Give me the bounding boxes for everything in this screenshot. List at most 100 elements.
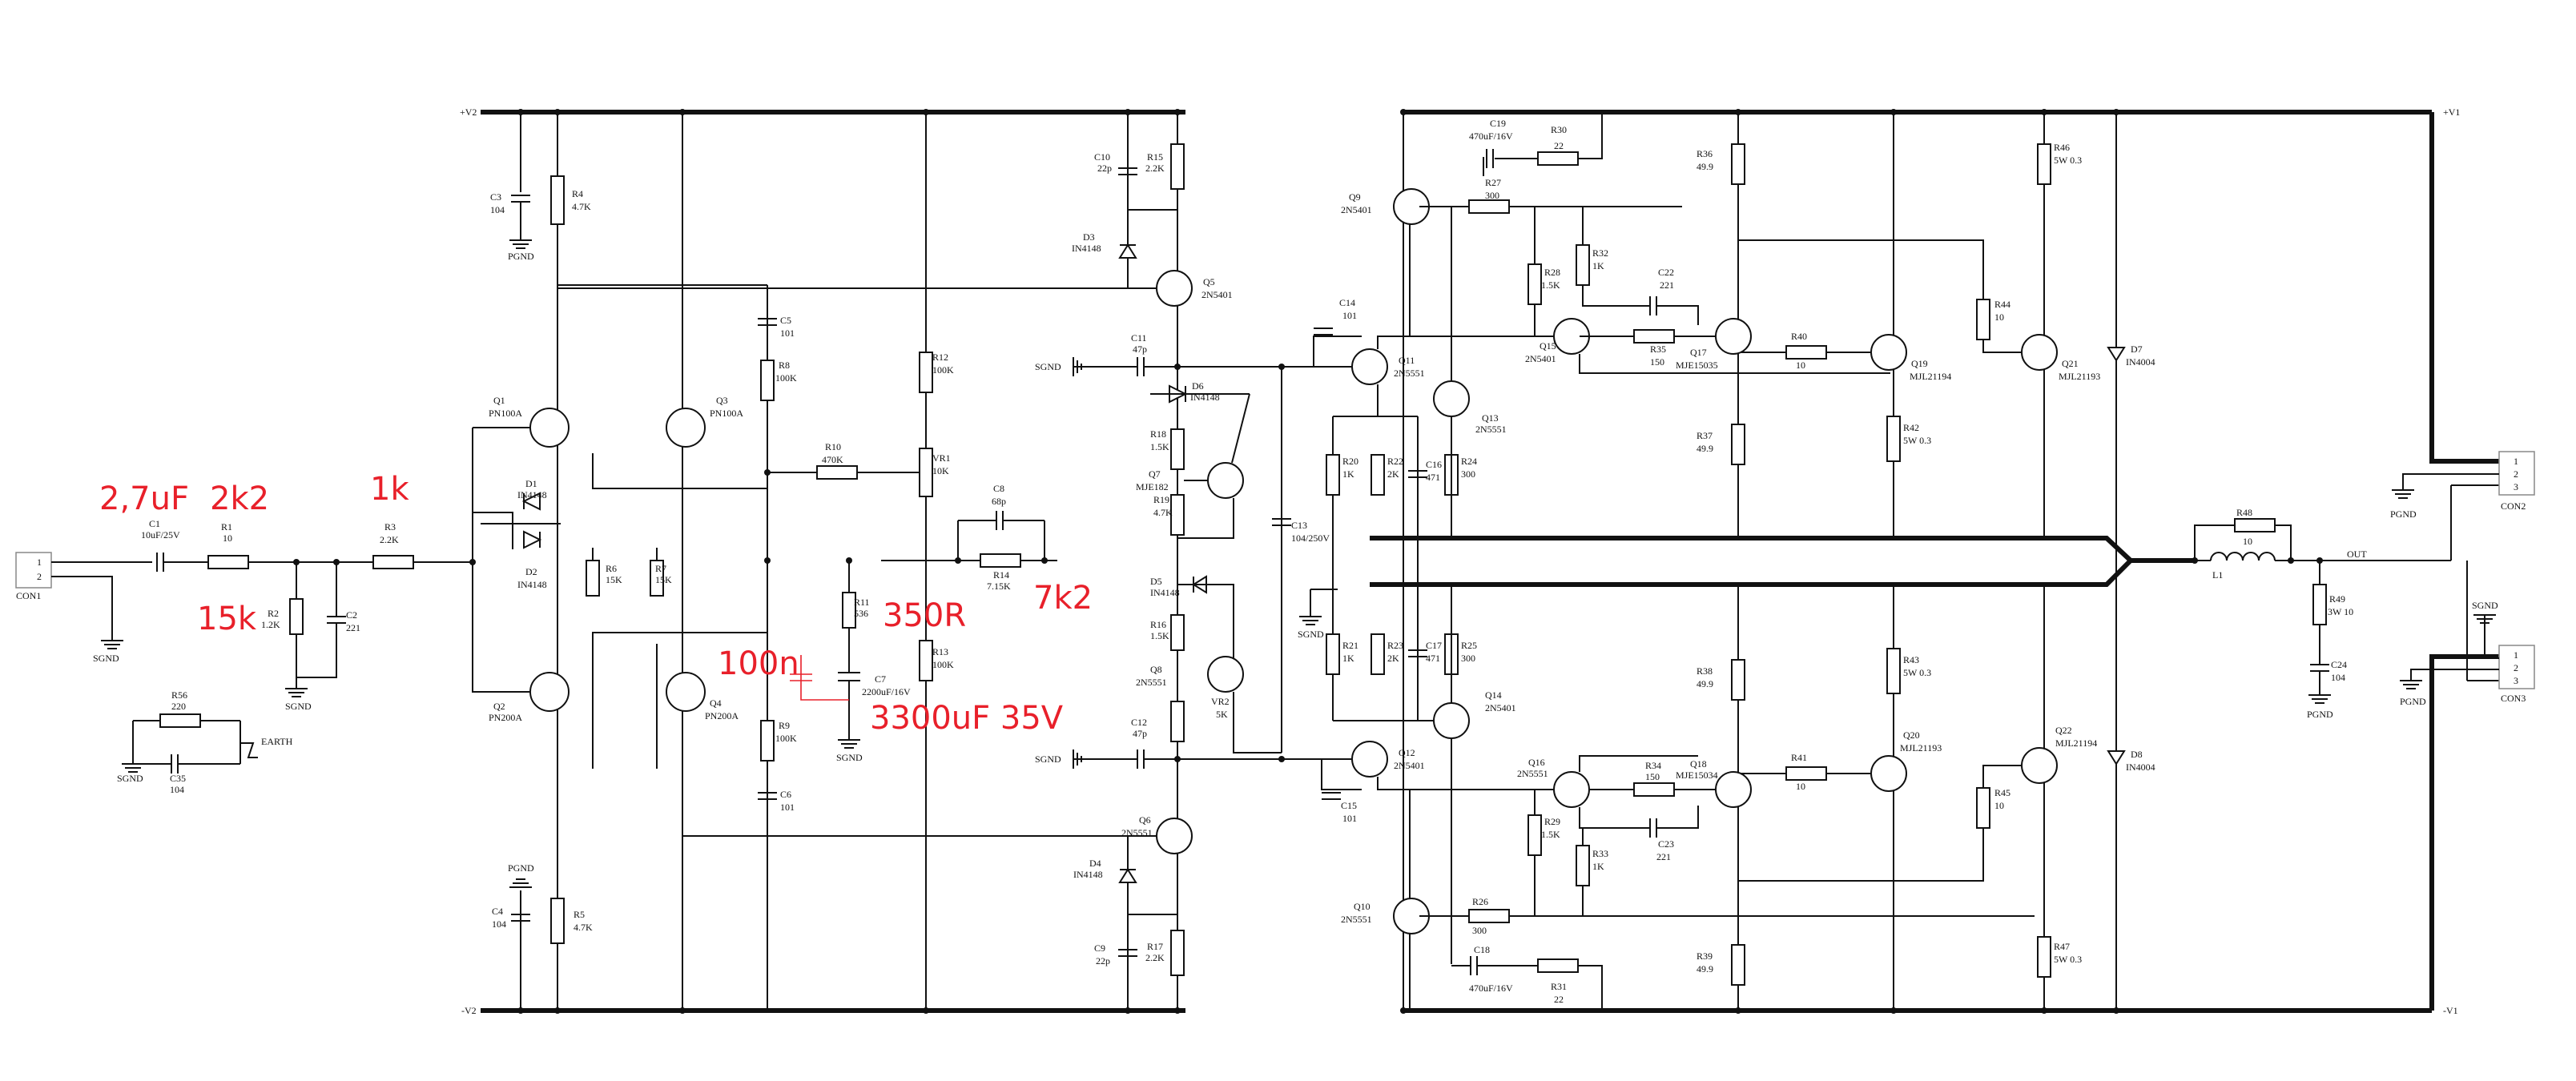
r25-value: 300 (1461, 653, 1475, 664)
r19-value: 4.7K (1153, 507, 1173, 518)
c3-ref: C3 (490, 191, 501, 203)
q6-transistor (1156, 818, 1193, 854)
q2-value: PN200A (489, 712, 522, 723)
r56-resistor (159, 713, 201, 728)
r26-ref: R26 (1472, 896, 1488, 907)
q19-transistor (1870, 334, 1907, 371)
c2-capacitor (327, 616, 346, 624)
sgnd-vas (1299, 589, 1322, 625)
d7-value: IN4004 (2126, 356, 2155, 368)
c22-value: 221 (1660, 279, 1674, 291)
q4-ref: Q4 (710, 697, 722, 709)
q21-ref: Q21 (2062, 358, 2079, 369)
r41-value: 10 (1796, 781, 1805, 792)
c24-value: 104 (2331, 672, 2345, 683)
r19-ref: R19 (1153, 494, 1169, 505)
c15-ref: C15 (1341, 800, 1357, 811)
c22-ref: C22 (1658, 267, 1674, 278)
sgnd-label-8: SGND (2472, 600, 2498, 611)
c24-ref: C24 (2331, 659, 2347, 670)
r48-resistor (2234, 518, 2276, 532)
pgnd-label-3: PGND (2307, 709, 2333, 720)
d3-diode (1118, 243, 1137, 259)
q7-value: MJE182 (1136, 481, 1169, 492)
r27-value: 300 (1485, 190, 1499, 201)
d5-ref: D5 (1150, 576, 1162, 587)
q22-ref: Q22 (2055, 725, 2072, 736)
q14-transistor (1433, 702, 1470, 739)
c9-value: 22p (1096, 955, 1110, 966)
r16-value: 1.5K (1150, 630, 1169, 641)
q3-ref: Q3 (716, 395, 728, 406)
sgnd-con1 (101, 640, 123, 649)
vr2-pot (1170, 701, 1185, 742)
q19-value: MJL21194 (1910, 371, 1951, 382)
c18-ref: C18 (1474, 944, 1490, 955)
c17-capacitor (1408, 649, 1427, 657)
r48-ref: R48 (2236, 507, 2252, 518)
r23-ref: R23 (1387, 640, 1403, 651)
q20-value: MJL21193 (1900, 742, 1942, 753)
r30-ref: R30 (1551, 124, 1567, 135)
d1-value: IN4148 (517, 489, 547, 500)
annotation-c7-cap: 100n (718, 645, 799, 682)
r24-ref: R24 (1461, 456, 1477, 467)
con1-pin2: 2 (37, 571, 42, 582)
con3-label: CON3 (2501, 693, 2526, 704)
q12-ref: Q12 (1399, 747, 1415, 758)
r8-value: 100K (775, 372, 797, 384)
l1-ref: L1 (2212, 569, 2223, 581)
q7-transistor (1207, 462, 1244, 499)
r46-value: 5W 0.3 (2054, 155, 2082, 166)
vr1-pot (919, 448, 933, 497)
q3-transistor (666, 408, 706, 448)
r13-ref: R13 (932, 646, 948, 657)
c5-capacitor (758, 318, 777, 326)
q17-transistor (1715, 318, 1752, 355)
c9-ref: C9 (1094, 942, 1105, 954)
rail-pos-v2-label: +V2 (460, 106, 477, 118)
r3-ref: R3 (384, 521, 396, 532)
rail-neg-v2-label: -V2 (461, 1005, 477, 1016)
c35-ref: C35 (170, 773, 186, 784)
r4-value: 4.7K (572, 201, 591, 212)
d3-ref: D3 (1083, 231, 1095, 243)
r47-resistor (2037, 936, 2051, 978)
q5-transistor (1156, 270, 1193, 307)
l1-inductor (2210, 552, 2276, 561)
c10-value: 22p (1097, 163, 1112, 174)
pgnd-c4 (509, 878, 532, 888)
r17-resistor (1170, 930, 1185, 976)
c4-capacitor (511, 914, 530, 922)
q8-ref: Q8 (1150, 664, 1162, 675)
r35-ref: R35 (1650, 344, 1666, 355)
c19-capacitor (1486, 149, 1494, 168)
r32-resistor (1576, 244, 1590, 286)
r40-ref: R40 (1791, 331, 1807, 342)
c14-capacitor (1314, 328, 1333, 336)
q21-transistor (2021, 334, 2058, 371)
q20-ref: Q20 (1903, 729, 1920, 741)
sgnd-c12 (1073, 749, 1082, 769)
r15-ref: R15 (1147, 151, 1163, 163)
r37-ref: R37 (1697, 430, 1713, 441)
q14-value: 2N5401 (1485, 702, 1516, 713)
con1-pin1: 1 (37, 557, 42, 568)
c3-capacitor (511, 195, 530, 203)
c24-capacitor (2310, 664, 2329, 672)
c4-ref: C4 (492, 906, 503, 917)
r29-resistor (1527, 814, 1542, 856)
r6-ref: R6 (606, 563, 617, 574)
r28-resistor (1527, 263, 1542, 305)
q2-transistor (529, 672, 570, 712)
c5-value: 101 (780, 328, 795, 339)
c11-capacitor (1137, 357, 1145, 376)
r36-resistor (1731, 143, 1745, 185)
r37-resistor (1731, 424, 1745, 465)
r23-resistor (1371, 633, 1385, 675)
r15-value: 2.2K (1145, 163, 1165, 174)
c6-value: 101 (780, 802, 795, 813)
sgnd-earth (122, 763, 144, 773)
r2-resistor (289, 598, 304, 635)
r6-value: 15K (606, 574, 622, 585)
